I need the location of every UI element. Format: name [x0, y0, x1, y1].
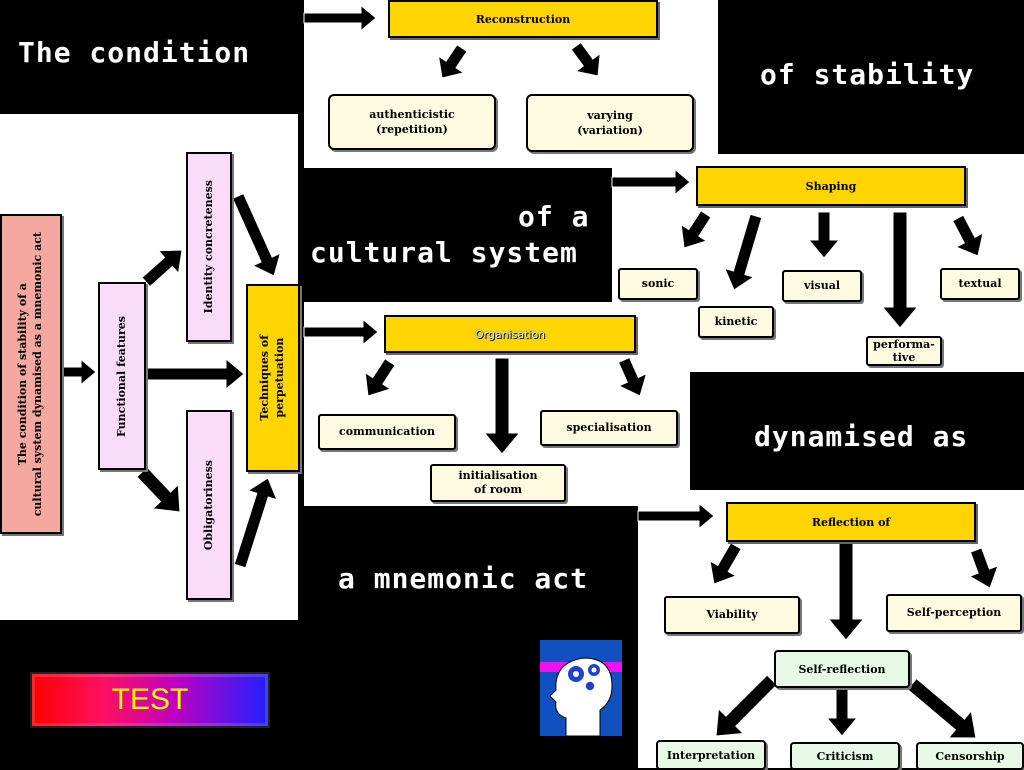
test-button[interactable]: TEST: [30, 672, 270, 728]
title-of-stability: of stability: [760, 58, 975, 91]
reconstruction-label: Reconstruction: [475, 12, 571, 26]
functional-features-box: Functional features: [98, 282, 146, 470]
interpretation-box: Interpretation: [656, 740, 766, 770]
reconstruction-box: Reconstruction: [388, 0, 658, 38]
sonic-label: sonic: [641, 277, 675, 291]
functional-features-label: Functional features: [114, 315, 128, 437]
self-perception-label: Self-perception: [906, 606, 1002, 620]
title-dynamised-as: dynamised as: [754, 420, 969, 453]
specialisation-box: specialisation: [540, 410, 678, 446]
initialisation-line-2: of room: [473, 483, 522, 496]
shaping-box: Shaping: [696, 166, 966, 206]
test-button-label: TEST: [111, 683, 189, 716]
communication-box: communication: [318, 414, 456, 450]
kinetic-box: kinetic: [698, 306, 774, 338]
techniques-line-2: perpetuation: [273, 338, 286, 418]
organisation-label: Organisation: [474, 327, 546, 341]
performative-line-2: tive: [892, 351, 916, 364]
identity-concreteness-label: Identity concreteness: [201, 180, 215, 314]
head-with-gears-icon: [540, 640, 622, 737]
textual-label: textual: [958, 277, 1002, 291]
textual-box: textual: [940, 268, 1020, 300]
organisation-box: Organisation: [384, 315, 636, 353]
shaping-label: Shaping: [805, 179, 857, 193]
authenticistic-box: authenticistic (repetition): [328, 94, 496, 150]
kinetic-label: kinetic: [714, 315, 758, 329]
varying-line-2: (variation): [577, 124, 643, 137]
identity-concreteness-box: Identity concreteness: [186, 152, 232, 342]
specialisation-label: specialisation: [566, 421, 652, 435]
obligatoriness-label: Obligatoriness: [201, 459, 215, 551]
criticism-box: Criticism: [790, 742, 900, 770]
varying-line-1: varying: [587, 108, 633, 122]
reflection-label: Reflection of: [811, 515, 891, 529]
interpretation-label: Interpretation: [666, 748, 756, 762]
self-reflection-box: Self-reflection: [774, 650, 910, 688]
obligatoriness-box: Obligatoriness: [186, 410, 232, 600]
self-perception-box: Self-perception: [886, 594, 1022, 632]
censorship-box: Censorship: [916, 742, 1024, 770]
viability-label: Viability: [706, 608, 758, 622]
title-the-condition: The condition: [18, 36, 251, 69]
root-line-2: cultural system dynamised as a mnemonic …: [31, 231, 44, 517]
authenticistic-line-2: (repetition): [376, 123, 448, 136]
techniques-line-1: Techniques of: [258, 335, 272, 421]
censorship-label: Censorship: [935, 749, 1005, 763]
title-cultural-system: cultural system: [310, 236, 578, 269]
title-of-a: of a: [518, 200, 590, 233]
communication-label: communication: [339, 425, 435, 439]
performative-box: performa-tive: [866, 336, 942, 366]
visual-label: visual: [803, 279, 841, 293]
varying-box: varying (variation): [526, 94, 694, 152]
initialisation-line-1: initialisation: [458, 468, 538, 482]
criticism-label: Criticism: [816, 749, 874, 763]
viability-box: Viability: [664, 596, 800, 634]
performative-line-1: performa-: [873, 337, 935, 351]
reflection-box: Reflection of: [726, 502, 976, 542]
self-reflection-label: Self-reflection: [798, 662, 886, 676]
root-line-1: The condition of stability of a: [16, 282, 30, 466]
title-a-mnemonic-act: a mnemonic act: [338, 562, 589, 595]
visual-box: visual: [782, 270, 862, 302]
sonic-box: sonic: [618, 268, 698, 300]
authenticistic-line-1: authenticistic: [369, 107, 455, 121]
